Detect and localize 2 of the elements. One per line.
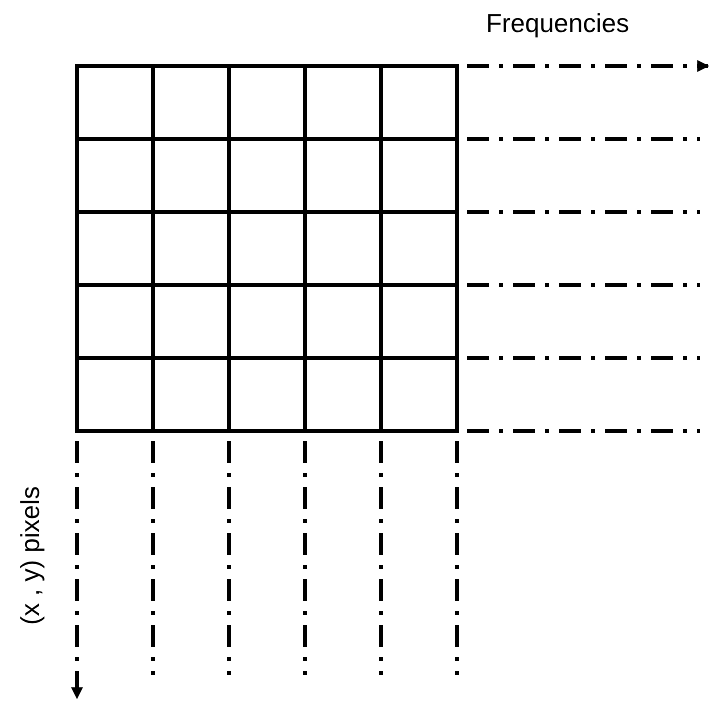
axis-label: Frequencies bbox=[486, 8, 630, 39]
axis-label: (x , y) pixels bbox=[14, 486, 46, 624]
